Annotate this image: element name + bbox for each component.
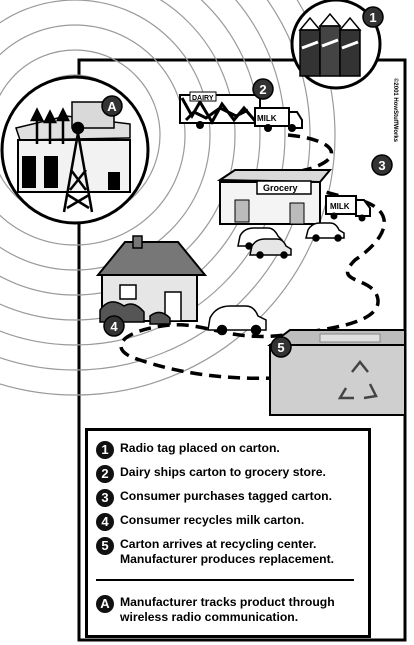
legend-marker: A	[96, 595, 114, 613]
milk-carton-circle	[290, 0, 382, 90]
parked-cars	[207, 222, 345, 336]
legend-marker: 3	[96, 489, 114, 507]
grocery-store: Grocery MILK	[216, 169, 371, 225]
legend-marker: 1	[96, 441, 114, 459]
legend-step-3: 3 Consumer purchases tagged carton.	[96, 489, 332, 507]
svg-text:5: 5	[277, 340, 284, 355]
recycle-icon	[337, 359, 378, 400]
dairy-truck: DAIRY MILK	[179, 91, 303, 132]
callout-2: 2	[252, 78, 274, 100]
radio-tower	[62, 121, 94, 213]
legend-marker: 5	[96, 537, 114, 555]
svg-text:3: 3	[378, 158, 385, 173]
legend-step-2: 2 Dairy ships carton to grocery store.	[96, 465, 326, 483]
dairy-truck-label: DAIRY	[192, 95, 214, 102]
copyright-notice: ©2001 HowStuffWorks	[392, 78, 398, 142]
callout-4: 4	[103, 315, 125, 337]
legend-marker: 4	[96, 513, 114, 531]
milk-truck-label-2: MILK	[330, 202, 350, 211]
legend-step-1: 1 Radio tag placed on carton.	[96, 441, 280, 459]
legend-marker: 2	[96, 465, 114, 483]
svg-text:A: A	[107, 99, 117, 114]
legend-box: 1 Radio tag placed on carton. 2 Dairy sh…	[85, 428, 371, 638]
legend-note-a: A Manufacturer tracks product through wi…	[96, 595, 335, 625]
callout-1: 1	[362, 6, 384, 28]
milk-truck-label-1: MILK	[257, 114, 277, 123]
svg-text:1: 1	[369, 10, 376, 25]
legend-step-4: 4 Consumer recycles milk carton.	[96, 513, 304, 531]
legend-text: Radio tag placed on carton.	[120, 441, 280, 455]
legend-text: Dairy ships carton to grocery store.	[120, 465, 326, 479]
legend-text: Manufacturer tracks product through wire…	[120, 595, 335, 624]
manufacturer-circle	[0, 75, 150, 225]
legend-text: Consumer purchases tagged carton.	[120, 489, 332, 503]
recycling-bin	[267, 329, 406, 416]
svg-text:4: 4	[110, 319, 118, 334]
legend-step-5: 5 Carton arrives at recycling center. Ma…	[96, 537, 334, 567]
legend-divider	[96, 579, 354, 581]
callout-a: A	[101, 95, 123, 117]
svg-text:2: 2	[259, 82, 266, 97]
legend-text: Consumer recycles milk carton.	[120, 513, 305, 527]
callout-5: 5	[270, 336, 292, 358]
callout-3: 3	[371, 154, 393, 176]
grocery-sign: Grocery	[263, 183, 298, 193]
legend-text: Carton arrives at recycling center. Manu…	[120, 537, 335, 566]
